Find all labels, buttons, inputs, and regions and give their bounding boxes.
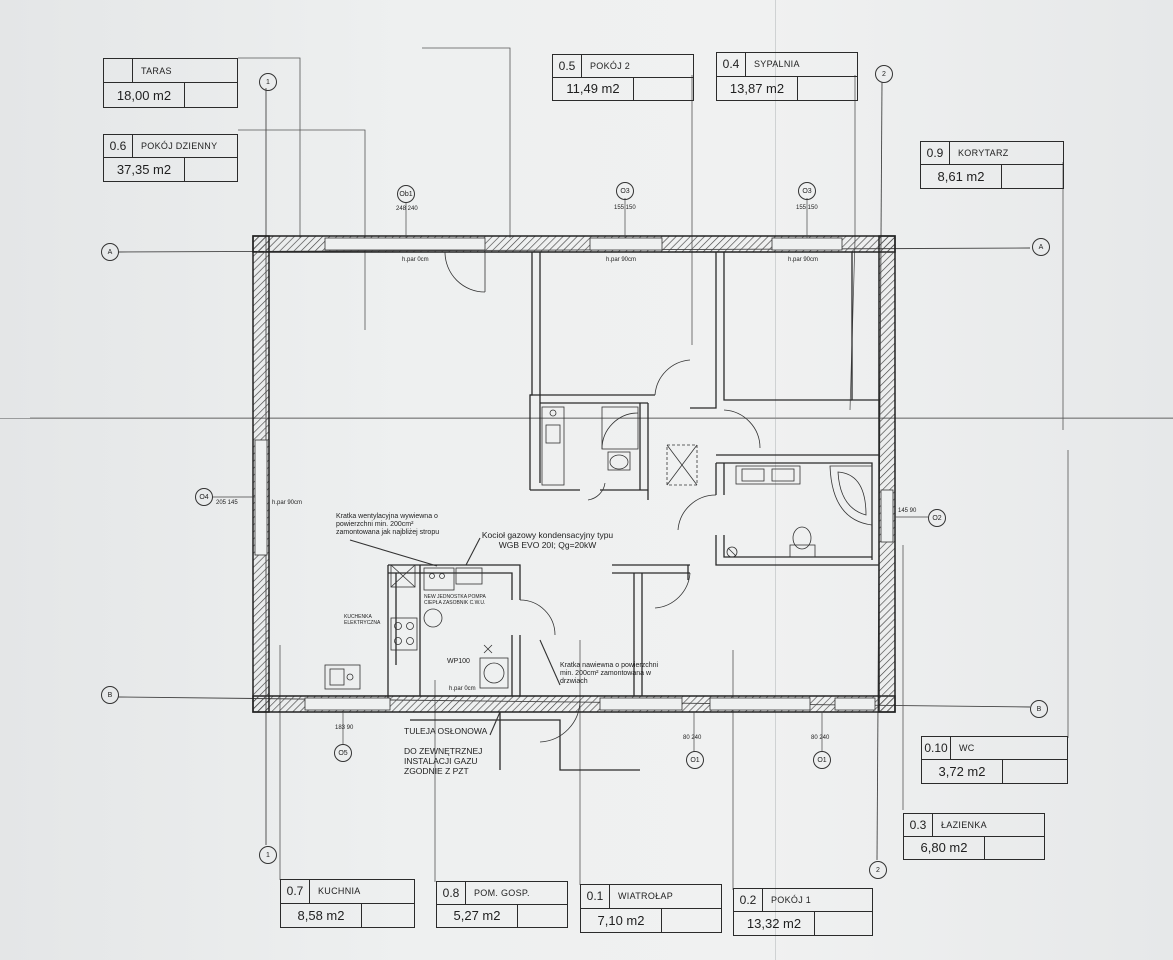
axis-marker-a-left: A xyxy=(101,243,119,261)
dim-o2: 145 90 xyxy=(898,508,917,514)
dim-o1-right: 80 240 xyxy=(811,735,830,741)
label-heat-pump-unit: NEW JEDNOSTKA POMPA CIEPŁA ZASOBNIK C.W.… xyxy=(424,594,486,606)
room-tag-pokoj-1: 0.2 POKÓJ 1 13,32 m2 xyxy=(733,888,873,936)
room-name: ŁAZIENKA xyxy=(941,819,987,830)
room-tag-wc: 0.10 WC 3,72 m2 xyxy=(921,736,1068,784)
room-area: 13,32 m2 xyxy=(734,912,815,935)
room-area: 18,00 m2 xyxy=(104,83,185,107)
label-heat-pump: WP100 xyxy=(447,658,470,665)
fixtures xyxy=(324,406,873,736)
window-marker-o4: O4 xyxy=(195,488,213,506)
room-number: 0.6 xyxy=(104,135,133,157)
axis-marker-b-left: B xyxy=(101,686,119,704)
room-area: 8,61 m2 xyxy=(921,165,1002,188)
room-number: 0.9 xyxy=(921,142,950,164)
room-area: 13,87 m2 xyxy=(717,76,798,100)
dim-o5: 183 90 xyxy=(335,725,354,731)
paper-fold-horizontal xyxy=(0,418,1173,419)
room-tag-lazienka: 0.3 ŁAZIENKA 6,80 m2 xyxy=(903,813,1045,860)
interior-walls xyxy=(387,252,879,771)
room-area: 8,58 m2 xyxy=(281,903,362,927)
axis-marker-1-bottom: 1 xyxy=(259,846,277,864)
room-name: WIATROŁAP xyxy=(618,891,674,902)
window-marker-ob1: Ob1 xyxy=(397,185,415,203)
room-number: 0.2 xyxy=(734,889,763,911)
room-name: SYPALNIA xyxy=(754,59,800,70)
sill-height-ob1: h.par 0cm xyxy=(402,257,429,263)
window-marker-o2: O2 xyxy=(928,509,946,527)
room-area: 37,35 m2 xyxy=(104,158,185,181)
room-name: POKÓJ 1 xyxy=(771,895,812,905)
axis-marker-a-right: A xyxy=(1032,238,1050,256)
sill-height-o3-left: h.par 90cm xyxy=(606,257,637,263)
room-area: 11,49 m2 xyxy=(553,77,634,100)
window-marker-o1-right: O1 xyxy=(813,751,831,769)
room-number: 0.8 xyxy=(437,882,466,904)
room-name: KUCHNIA xyxy=(318,886,361,897)
axis-marker-2-bottom: 2 xyxy=(869,861,887,879)
dim-o3-right: 155 150 xyxy=(796,205,818,211)
room-name: POKÓJ 2 xyxy=(590,60,631,71)
dim-ob1: 248 240 xyxy=(396,206,418,212)
room-area: 3,72 m2 xyxy=(922,760,1003,783)
exterior-walls xyxy=(252,235,896,713)
room-name: WC xyxy=(959,743,975,753)
room-name: TARAS xyxy=(141,65,172,76)
note-gas-boiler: Kocioł gazowy kondensacyjny typu WGB EVO… xyxy=(481,530,614,550)
axis-marker-b-right: B xyxy=(1030,700,1048,718)
note-door-grille: Kratka nawiewna o powierzchni min. 200cm… xyxy=(560,662,659,685)
room-number: 0.7 xyxy=(281,880,310,903)
room-tag-sypalnia: 0.4 SYPALNIA 13,87 m2 xyxy=(716,52,858,101)
note-gas-connection: DO ZEWNĘTRZNEJ INSTALACJI GAZU ZGODNIE Z… xyxy=(404,746,483,776)
room-number xyxy=(104,59,133,82)
room-tag-kuchnia: 0.7 KUCHNIA 8,58 m2 xyxy=(280,879,415,928)
room-area: 7,10 m2 xyxy=(581,908,662,932)
dim-o1-left: 80 240 xyxy=(683,735,702,741)
room-tag-wiatrolap: 0.1 WIATROŁAP 7,10 m2 xyxy=(580,884,722,933)
dim-o4: 205 145 xyxy=(216,500,238,506)
note-vent-grille: Kratka wentylacyjna wywiewna o powierzch… xyxy=(336,513,440,536)
door-swings xyxy=(444,251,761,743)
room-number: 0.10 xyxy=(922,737,951,759)
room-area: 5,27 m2 xyxy=(437,904,518,927)
window-leaders xyxy=(212,198,928,752)
sill-height-bottom: h.par 0cm xyxy=(449,686,476,692)
room-number: 0.1 xyxy=(581,885,610,908)
label-electric-cooker: KUCHENKA ELEKTRYCZNA xyxy=(344,614,381,626)
sill-height-o3-right: h.par 90cm xyxy=(788,257,819,263)
room-name: POM. GOSP. xyxy=(474,887,530,898)
dim-o3-left: 155 150 xyxy=(614,205,636,211)
room-tag-pom-gosp: 0.8 POM. GOSP. 5,27 m2 xyxy=(436,881,568,928)
axis-marker-1-top: 1 xyxy=(259,73,277,91)
axis-marker-2-top: 2 xyxy=(875,65,893,83)
room-name: KORYTARZ xyxy=(958,148,1009,158)
room-tag-pokoj-dzienny: 0.6 POKÓJ DZIENNY 37,35 m2 xyxy=(103,134,238,182)
room-number: 0.4 xyxy=(717,53,746,76)
room-number: 0.3 xyxy=(904,814,933,836)
window-marker-o3-right: O3 xyxy=(798,182,816,200)
room-tag-pokoj-2: 0.5 POKÓJ 2 11,49 m2 xyxy=(552,54,694,101)
sill-height-o4: h.par 90cm xyxy=(272,500,303,506)
window-marker-o1-left: O1 xyxy=(686,751,704,769)
room-number: 0.5 xyxy=(553,55,582,77)
room-tag-taras: TARAS 18,00 m2 xyxy=(103,58,238,108)
window-marker-o3-left: O3 xyxy=(616,182,634,200)
paper-fold-vertical xyxy=(775,0,776,960)
room-name: POKÓJ DZIENNY xyxy=(141,141,218,151)
note-protective-sleeve: TULEJA OSŁONOWA xyxy=(404,726,488,736)
window-marker-o5: O5 xyxy=(334,744,352,762)
room-area: 6,80 m2 xyxy=(904,836,985,859)
room-tag-korytarz: 0.9 KORYTARZ 8,61 m2 xyxy=(920,141,1064,189)
